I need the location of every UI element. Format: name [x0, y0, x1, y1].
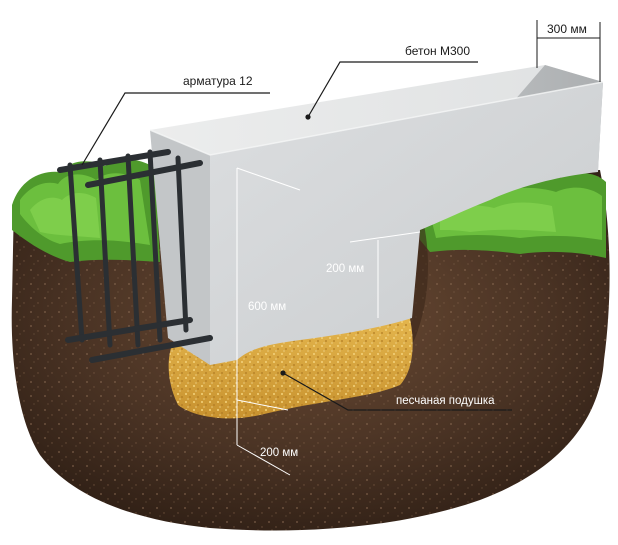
sand-pointer	[282, 372, 512, 411]
concrete-top-face	[150, 65, 603, 155]
label-width: 300 мм	[547, 22, 587, 36]
pointer-lines	[81, 61, 512, 411]
label-height-total: 600 мм	[248, 301, 286, 313]
rebar-cage	[57, 149, 213, 363]
pointer-dots	[280, 114, 311, 376]
concrete-front-face	[210, 82, 603, 365]
label-height-above: 200 мм	[326, 263, 364, 275]
dimension-lines	[236, 167, 421, 476]
label-rebar: арматура 12	[183, 74, 253, 88]
width-bracket	[536, 20, 601, 82]
concrete-pointer	[307, 61, 478, 118]
label-sand-depth: 200 мм	[260, 447, 298, 459]
label-concrete: бетон М300	[405, 44, 470, 58]
label-sand-bed: песчаная подушка	[396, 395, 495, 407]
rebar-pointer	[81, 92, 270, 166]
grass-left	[12, 159, 160, 262]
